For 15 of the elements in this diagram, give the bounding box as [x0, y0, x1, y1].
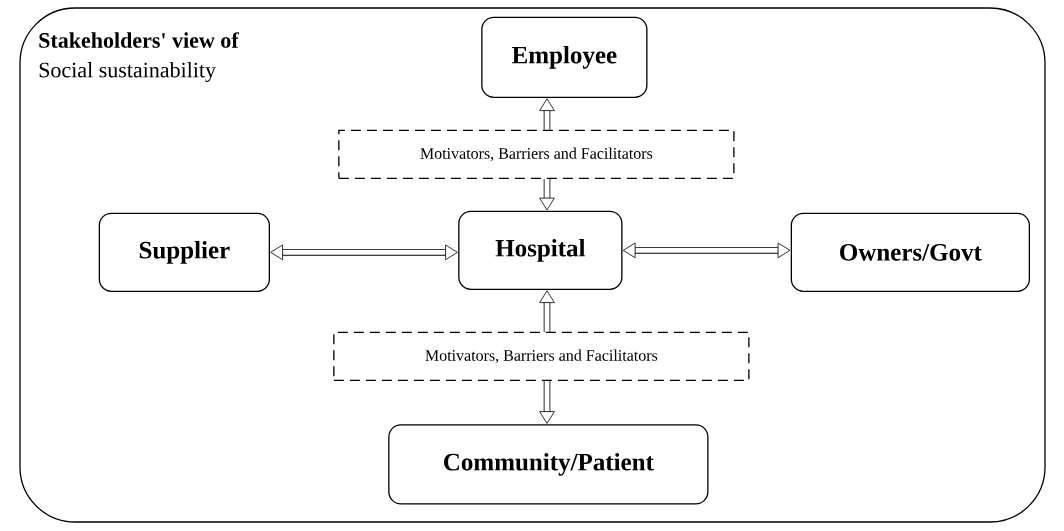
arrow [539, 98, 555, 130]
dashed-box: Motivators, Barriers and Facilitators [338, 129, 735, 179]
heading-text: Social sustainability [39, 62, 216, 82]
stakeholder-box: Hospital [458, 210, 623, 290]
dashed-box: Motivators, Barriers and Facilitators [333, 331, 750, 381]
arrow [622, 242, 791, 259]
stakeholder-box: Community/Patient [388, 424, 709, 505]
heading-text: Stakeholders' view of [39, 32, 239, 48]
stakeholder-box: Owners/Govt [790, 212, 1030, 292]
stakeholder-box: Supplier [98, 212, 270, 292]
arrow [539, 290, 555, 332]
arrow [539, 179, 555, 211]
arrow [270, 244, 458, 261]
stakeholder-box: Employee [481, 16, 648, 98]
arrow [539, 381, 555, 424]
